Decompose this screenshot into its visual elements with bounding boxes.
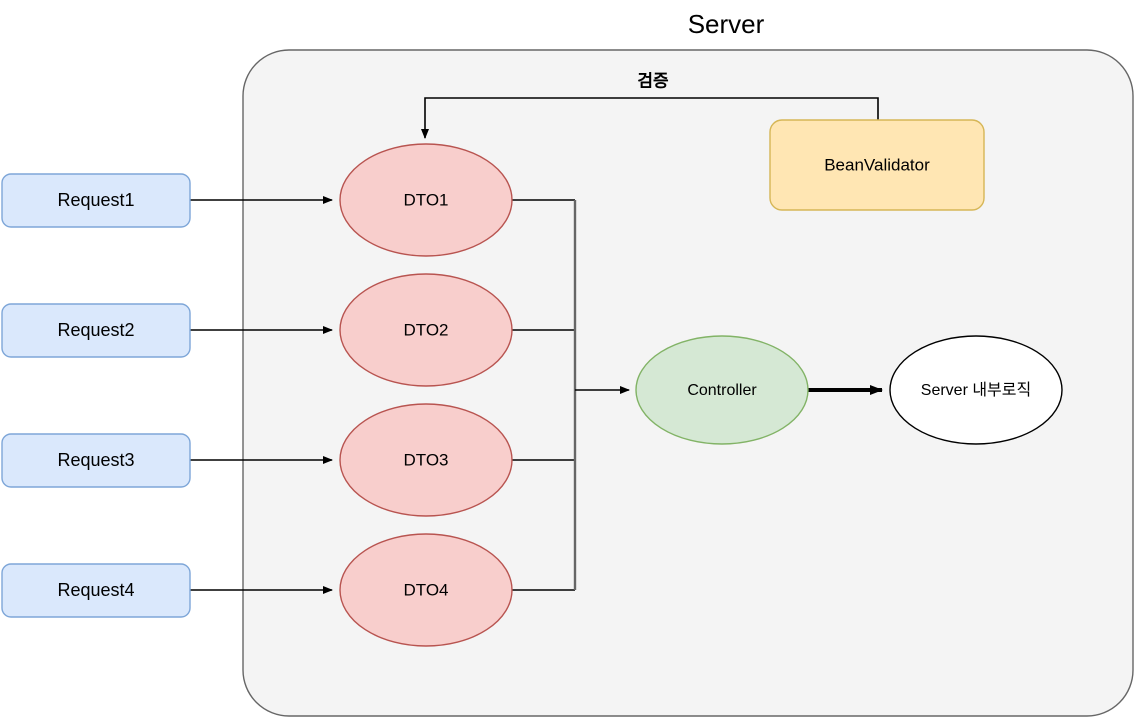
request-box-1-shape[interactable] bbox=[1, 173, 191, 228]
internal-logic-node[interactable]: Server 내부로직 bbox=[889, 335, 1063, 445]
request-box-4[interactable]: Request4 bbox=[1, 563, 191, 618]
validation-edge-label: 검증 bbox=[637, 71, 669, 90]
dto-node-4[interactable]: DTO4 bbox=[339, 533, 513, 647]
dto-node-2-shape[interactable] bbox=[339, 273, 513, 387]
request-box-2-shape[interactable] bbox=[1, 303, 191, 358]
request-box-1-label: Request1 bbox=[57, 190, 134, 210]
dto-node-1[interactable]: DTO1 bbox=[339, 143, 513, 257]
dto-node-1-shape[interactable] bbox=[339, 143, 513, 257]
dto-node-4-shape[interactable] bbox=[339, 533, 513, 647]
dto-node-3[interactable]: DTO3 bbox=[339, 403, 513, 517]
internal-logic-label: Server 내부로직 bbox=[921, 381, 1031, 399]
validation-edge bbox=[421, 97, 879, 139]
dto-node-4-label: DTO4 bbox=[403, 580, 448, 599]
internal-logic-shape[interactable] bbox=[889, 335, 1063, 445]
request-box-3-shape[interactable] bbox=[1, 433, 191, 488]
dto-node-2[interactable]: DTO2 bbox=[339, 273, 513, 387]
bean-validator-label: BeanValidator bbox=[824, 155, 930, 174]
request-box-3-label: Request3 bbox=[57, 450, 134, 470]
request-box-2-label: Request2 bbox=[57, 320, 134, 340]
controller-shape[interactable] bbox=[635, 335, 809, 445]
dto-node-1-label: DTO1 bbox=[403, 190, 448, 209]
bean-validator-node[interactable]: BeanValidator bbox=[769, 119, 985, 211]
dto-node-2-label: DTO2 bbox=[403, 320, 448, 339]
request-box-4-shape[interactable] bbox=[1, 563, 191, 618]
controller-node[interactable]: Controller bbox=[635, 335, 809, 445]
controller-label: Controller bbox=[687, 382, 757, 399]
bean-validator-shape[interactable] bbox=[769, 119, 985, 211]
dto-node-3-label: DTO3 bbox=[403, 450, 448, 469]
page-title: Server bbox=[688, 9, 765, 39]
request-box-4-label: Request4 bbox=[57, 580, 134, 600]
dto-node-3-shape[interactable] bbox=[339, 403, 513, 517]
request-box-2[interactable]: Request2 bbox=[1, 303, 191, 358]
request-box-1[interactable]: Request1 bbox=[1, 173, 191, 228]
request-box-3[interactable]: Request3 bbox=[1, 433, 191, 488]
